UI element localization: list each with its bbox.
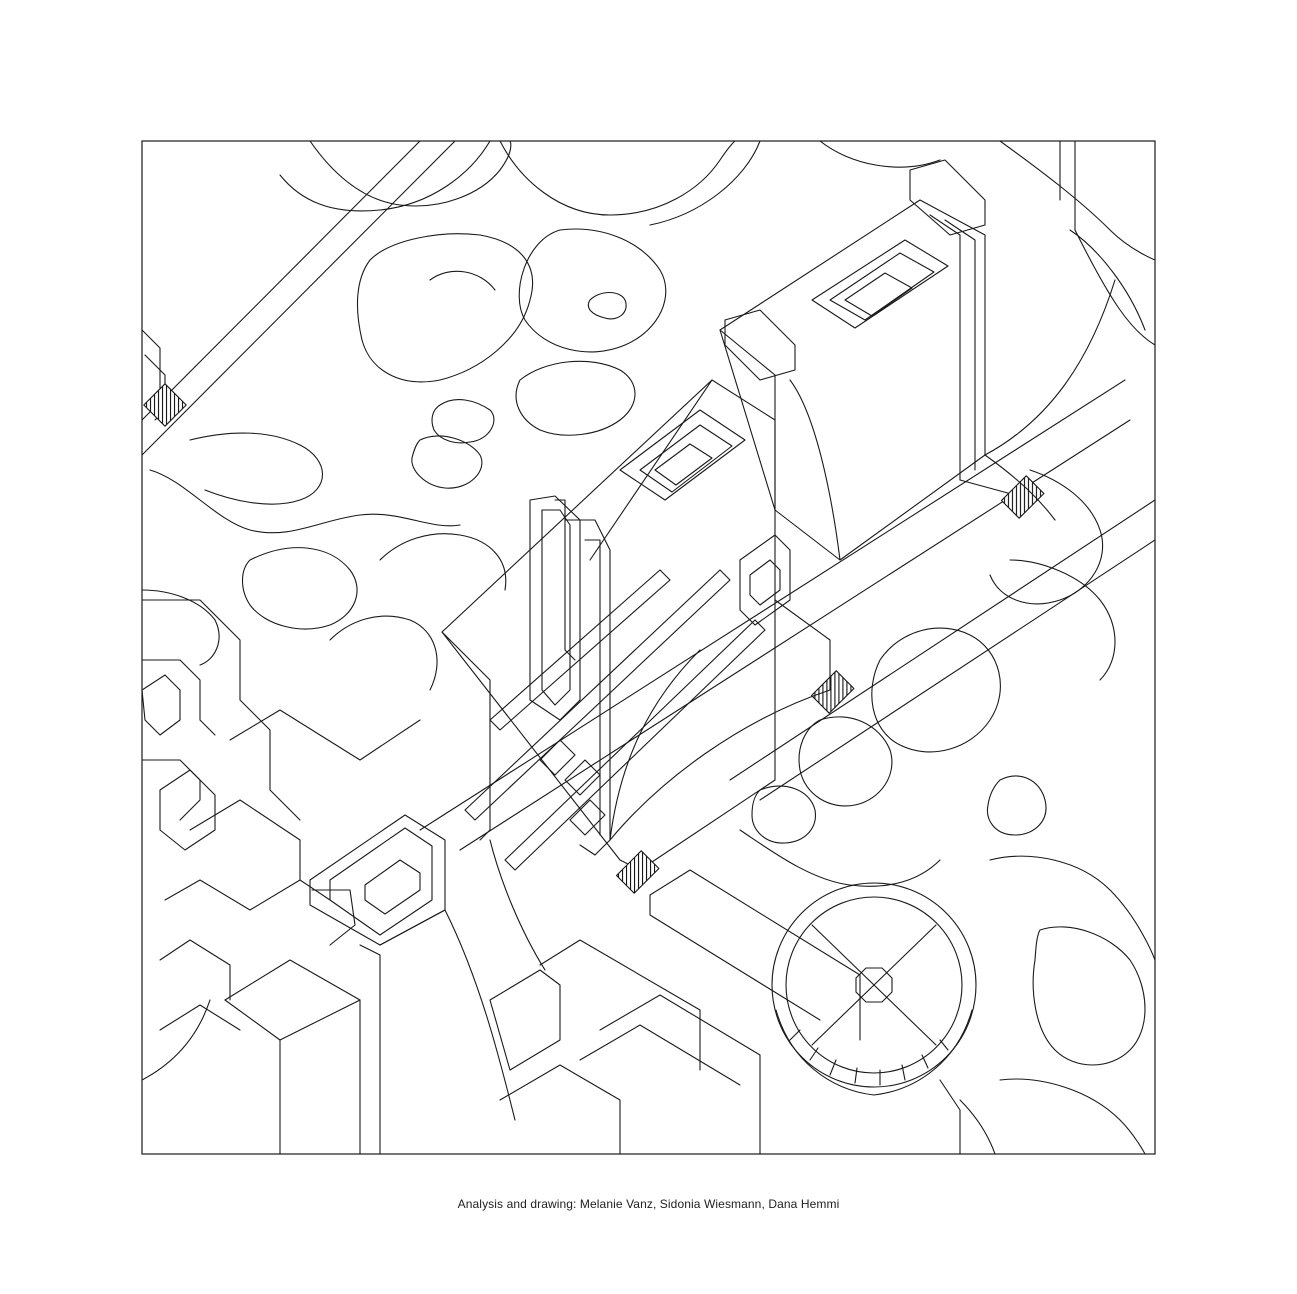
drawing-caption: Analysis and drawing: Melanie Vanz, Sido… <box>457 1197 840 1211</box>
park-paths-north <box>142 141 761 691</box>
map-frame <box>141 140 1156 1155</box>
north-slab-tower <box>609 159 1116 841</box>
central-slab-tower <box>441 379 776 971</box>
south-blocks <box>159 709 861 1154</box>
west-tower <box>142 329 301 851</box>
northeast-tower <box>954 141 1155 346</box>
round-building <box>771 882 977 1154</box>
south-tower <box>142 814 516 1154</box>
park-paths-east <box>739 141 1155 1154</box>
diagonal-roads <box>142 141 1155 851</box>
